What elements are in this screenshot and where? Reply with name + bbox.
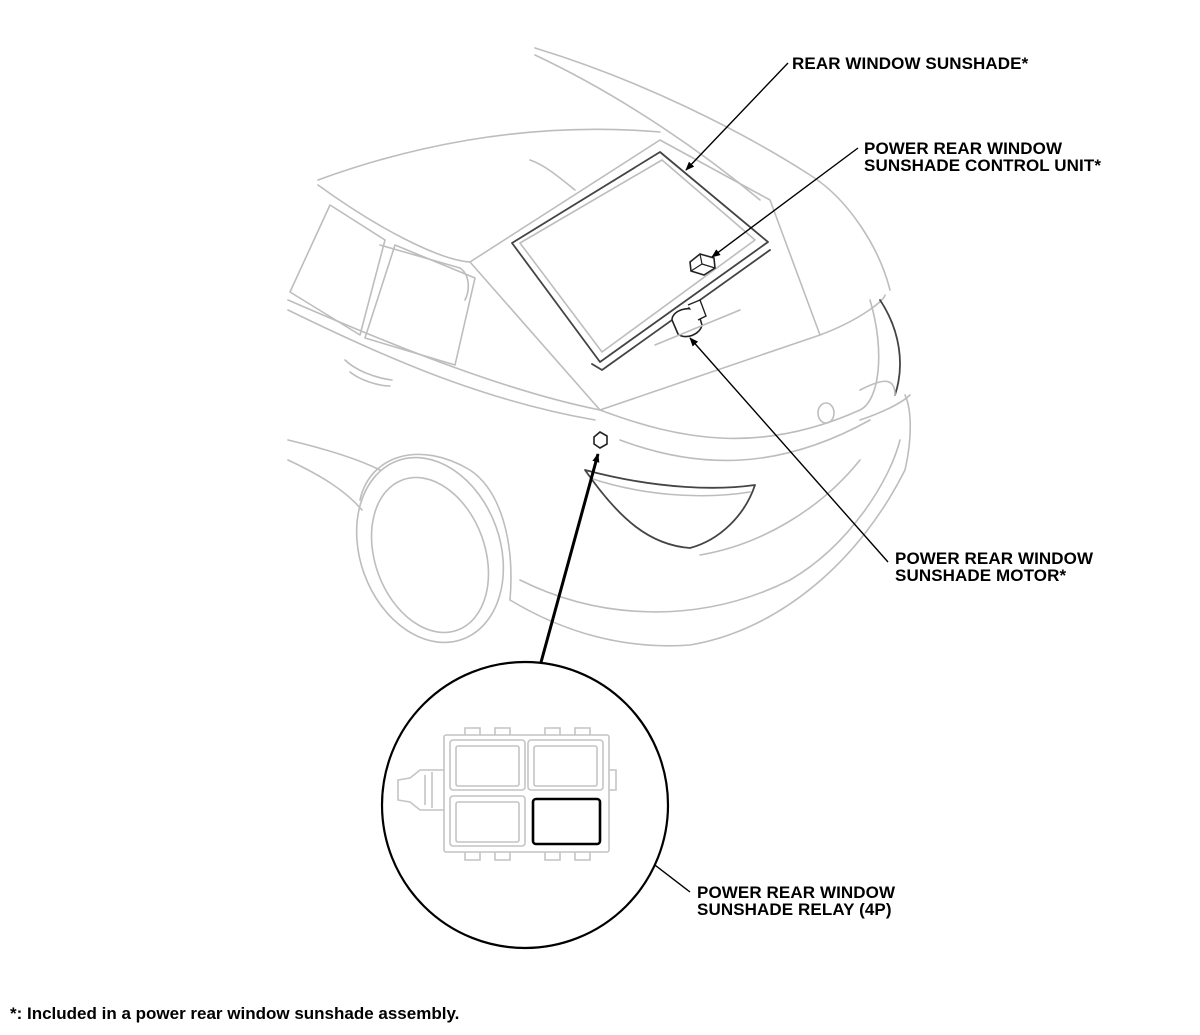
relay-location-marker <box>593 431 608 449</box>
relay-detail-callout <box>380 660 670 950</box>
footnote: *: Included in a power rear window sunsh… <box>10 1004 460 1023</box>
sunshade-relay-highlight <box>531 797 602 846</box>
label-relay: POWER REAR WINDOW SUNSHADE RELAY (4P) <box>697 883 896 919</box>
label-control-unit: POWER REAR WINDOW SUNSHADE CONTROL UNIT* <box>864 139 1102 175</box>
label-rear-window-sunshade: REAR WINDOW SUNSHADE* <box>792 54 1029 73</box>
relay-box-drawing <box>397 727 617 861</box>
motor-part <box>654 299 741 346</box>
label-motor: POWER REAR WINDOW SUNSHADE MOTOR* <box>895 549 1094 585</box>
rear-window-sunshade-panel <box>511 151 771 371</box>
control-unit-part <box>689 253 716 276</box>
car-body-outline <box>287 47 911 647</box>
